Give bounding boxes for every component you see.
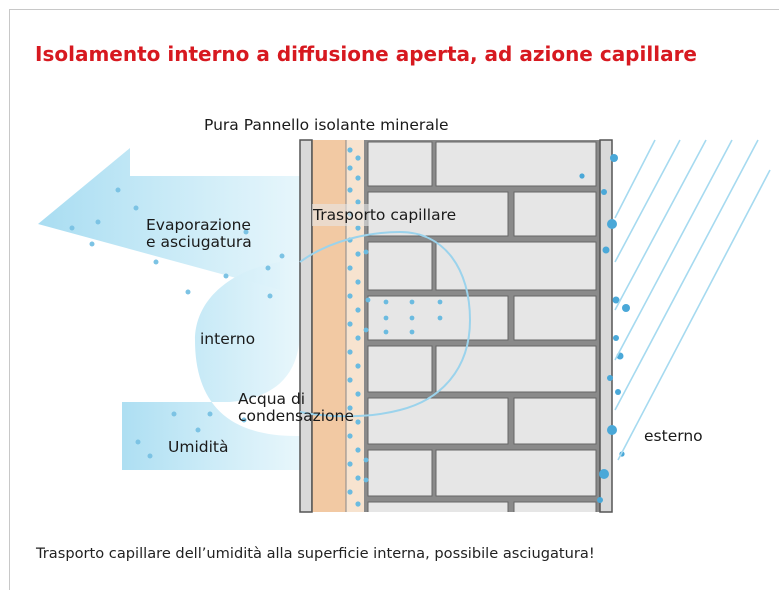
capillary-flow-line [299,230,472,418]
brick-wall [364,140,600,512]
evaporation-arrow-head [38,148,300,290]
condensation-label-line2: condensazione [238,407,354,425]
diagram-title: Isolamento interno a diffusione aperta, … [35,42,697,66]
arrow-droplets [69,187,285,459]
capillary-droplets [347,147,371,507]
content-frame [9,9,779,590]
evaporation-label-line2: e asciugatura [146,233,252,251]
evaporation-label-line1: Evaporazione [146,216,251,234]
humidity-label: Umidità [168,438,228,456]
diagram-caption: Trasporto capillare dell’umidità alla su… [36,545,595,562]
panel-label: Pura Pannello isolante minerale [204,116,449,134]
interior-label: interno [200,330,255,348]
evaporation-arrow [122,176,300,470]
insulation-panel [299,139,364,513]
brick-droplets [383,299,443,335]
rain-lines [614,139,771,461]
capillary-transport-label: Trasporto capillare [312,206,456,224]
exterior-render [599,139,613,513]
condensation-label-line1: Acqua di [238,390,305,408]
exterior-label: esterno [644,427,703,445]
